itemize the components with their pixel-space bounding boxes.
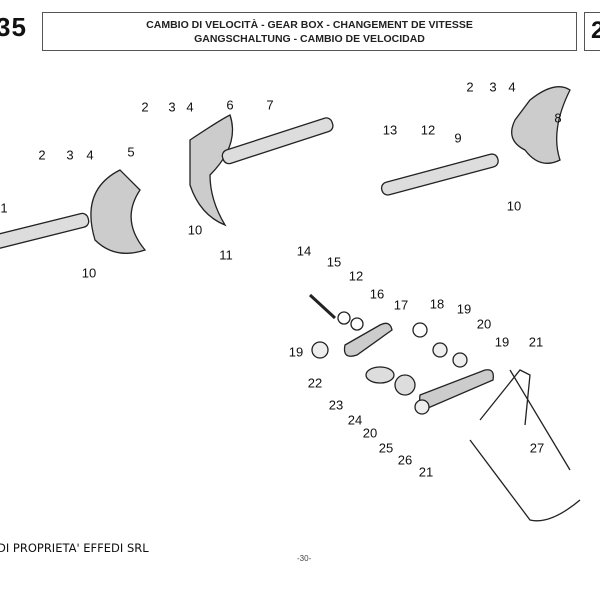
pin-15 (308, 293, 337, 320)
callout: 15 (326, 254, 342, 270)
callout: 10 (81, 265, 97, 281)
callout: 16 (369, 286, 385, 302)
washer-12 (337, 311, 351, 325)
spring-24 (394, 374, 416, 396)
callout: 12 (420, 122, 436, 138)
callout: 19 (456, 301, 472, 317)
copyright-notice: DI PROPRIETA' EFFEDI SRL (0, 541, 149, 555)
callout: 19 (494, 334, 510, 350)
callout: 20 (362, 425, 378, 441)
callout: 25 (378, 440, 394, 456)
callout: 22 (307, 375, 323, 391)
callout: 20 (476, 316, 492, 332)
callout: 27 (529, 440, 545, 456)
washer-19c (452, 352, 468, 368)
washer-19b (432, 342, 448, 358)
table-number: 35 (0, 12, 27, 42)
callout: 4 (508, 79, 516, 95)
fork-6 (189, 114, 234, 227)
callout: 3 (168, 99, 176, 115)
callout: 23 (328, 397, 344, 413)
callout: 26 (397, 452, 413, 468)
callout: 9 (454, 130, 462, 146)
washer-19a (311, 341, 329, 359)
callout: 7 (266, 97, 274, 113)
fork-8 (511, 86, 571, 164)
callout: 1 (0, 200, 8, 216)
washer-20 (414, 399, 430, 415)
washer-16 (350, 317, 364, 331)
callout: 21 (418, 464, 434, 480)
callout: 10 (506, 198, 522, 214)
lever-17 (343, 322, 393, 357)
callout: 11 (219, 247, 233, 263)
callout: 19 (288, 344, 304, 360)
spring-23 (365, 366, 395, 384)
title-line-1: CAMBIO DI VELOCITÀ - GEAR BOX - CHANGEME… (146, 19, 473, 31)
shaft-7 (221, 117, 334, 165)
callout: 6 (226, 97, 234, 113)
callout: 4 (186, 99, 194, 115)
callout: 10 (187, 222, 203, 238)
callout: 13 (382, 122, 398, 138)
callout: 3 (66, 147, 74, 163)
title-line-2: GANGSCHALTUNG - CAMBIO DE VELOCIDAD (194, 33, 425, 45)
callout: 12 (348, 268, 364, 284)
callout: 2 (141, 99, 149, 115)
callout: 18 (429, 296, 445, 312)
washer-18 (412, 322, 428, 338)
callout: 5 (127, 144, 135, 160)
callout: 2 (38, 147, 46, 163)
callout: 21 (528, 334, 544, 350)
page-number: -30- (297, 554, 312, 563)
callout: 3 (489, 79, 497, 95)
page-title: CAMBIO DI VELOCITÀ - GEAR BOX - CHANGEME… (42, 12, 577, 51)
callout: 24 (347, 412, 363, 428)
callout: 2 (466, 79, 474, 95)
selector-21 (469, 369, 581, 522)
callout: 8 (554, 110, 562, 126)
callout: 17 (393, 297, 409, 313)
shaft-9 (380, 153, 499, 196)
shaft-1 (0, 212, 90, 250)
callout: 14 (296, 243, 312, 259)
callout: 4 (86, 147, 94, 163)
page-reference-box: 2 (584, 12, 600, 51)
fork-5 (90, 169, 147, 254)
plate-25 (419, 369, 494, 409)
